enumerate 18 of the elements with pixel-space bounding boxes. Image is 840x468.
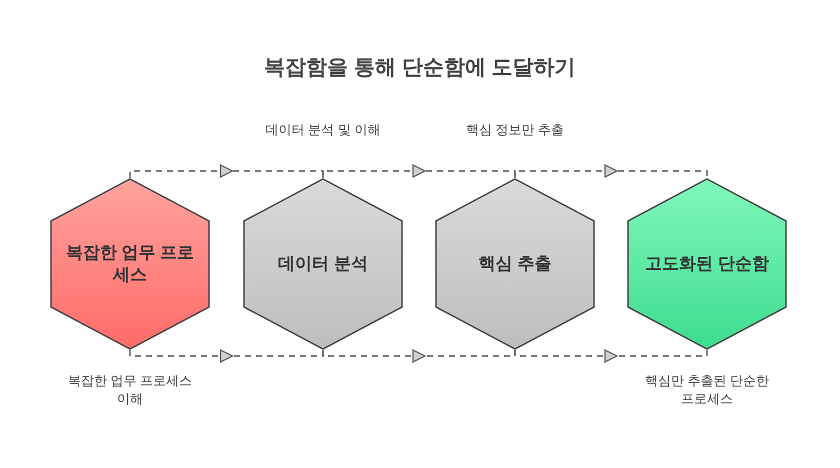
hexagon: [50, 178, 210, 350]
hexagon: [435, 178, 595, 350]
dashed-arrow: [129, 349, 324, 363]
node-label: 핵심 정보만 추출: [464, 121, 566, 139]
dashed-arrow: [514, 349, 708, 363]
node-label: 복잡한 업무 프로세스 이해: [66, 372, 194, 408]
title: 복잡함을 통해 단순함에 도달하기: [264, 55, 576, 81]
dashed-arrow: [129, 164, 324, 178]
node-label: 핵심 추출: [478, 253, 552, 275]
hexagon: [243, 178, 403, 350]
dashed-arrow: [514, 164, 708, 178]
node-label: 데이터 분석: [277, 253, 369, 275]
node-label: 핵심만 추출된 단순한 프로세스: [644, 372, 770, 408]
hexagon: [627, 178, 787, 350]
node-label: 복잡한 업무 프로세스: [64, 242, 196, 286]
dashed-arrow: [322, 164, 516, 178]
node-label: 데이터 분석 및 이해: [264, 121, 382, 139]
node-label: 고도화된 단순함: [644, 253, 770, 275]
